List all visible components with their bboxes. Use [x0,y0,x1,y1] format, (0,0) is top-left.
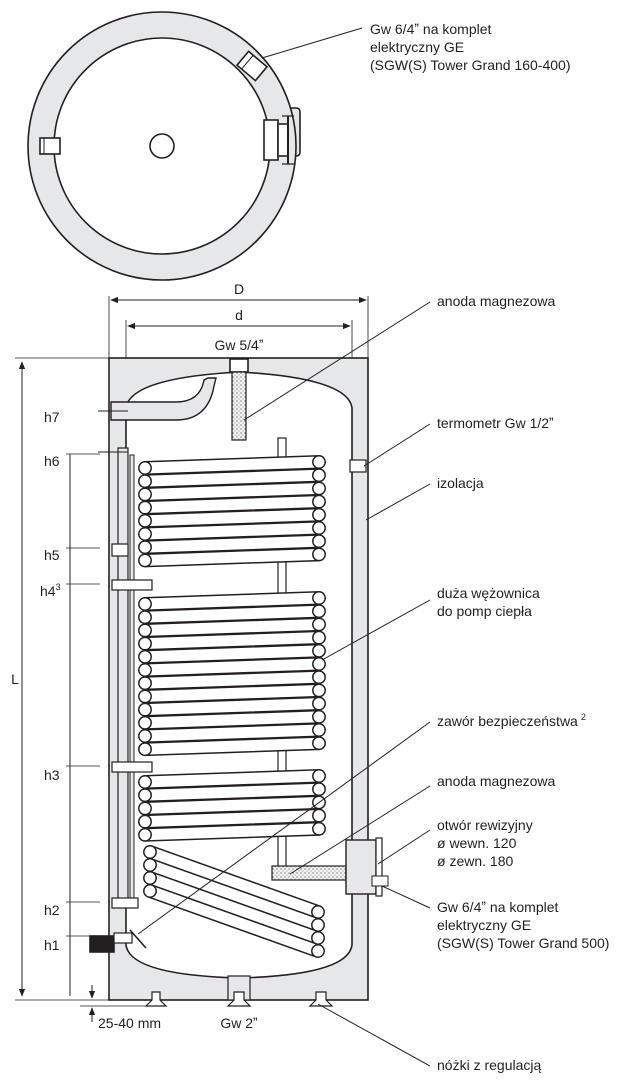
coil-tube-lower-3-end-1 [312,808,326,823]
coil-tube-upper-6-end-1 [312,534,326,549]
coil-tube-middle-1-end-1 [312,604,326,619]
coil-tube-middle-4-end-1 [312,643,326,658]
coil-tube-middle-8-end-0 [138,702,152,717]
dim-h3: h3 [44,767,60,783]
coil-tube-middle-6-end-0 [138,676,152,691]
coil-tube-slanted-3-end-0 [143,884,157,898]
coil-tube-upper-7-end-1 [312,547,326,562]
callout-anode-bottom: anoda magnezowa [437,773,556,789]
coil-tube-middle-5-end-0 [138,663,152,677]
coil-tube-upper-1-end-0 [138,474,152,489]
center-port-top [149,133,175,159]
coil-tube-lower-0-end-0 [138,775,152,789]
coil-tube-upper-0-end-1 [312,455,326,469]
callout-thermometer: termometr Gw 1/2ˮ [437,415,554,431]
coil-tube-middle-3-end-1 [312,630,326,645]
heater-socket-top [235,50,269,82]
coil-tube-lower-3-end-0 [138,814,152,829]
anode-top [231,371,247,441]
coil-tube-middle-10-end-1 [312,723,326,737]
coil-tube-slanted-1-end-0 [143,858,157,872]
dim-bottom-connection: Gw 2ˮ [220,1015,258,1031]
callout-leaders [137,301,431,1067]
dim-h7: h7 [44,409,60,425]
coil-tube-middle-0-end-1 [312,591,326,605]
right-flange-top [263,119,279,161]
coil-tube-upper-4-end-1 [312,507,326,522]
coil-tube-slanted-0-end-0 [143,845,157,859]
coil-tube-middle-7-end-1 [312,683,326,698]
coil-tube-lower-4-end-0 [138,827,152,842]
coil-tube-middle-9-end-1 [312,709,326,724]
coil-tube-middle-5-end-1 [312,657,326,671]
dim-h5: h5 [44,547,60,563]
dim-h6: h6 [44,453,60,469]
top-view [27,11,363,281]
dim-feet-range: 25-40 mm [98,1015,161,1031]
coil-tube-middle-3-end-0 [138,636,152,651]
dim-D: D [234,281,244,297]
thermometer-socket [349,459,367,473]
dimension-lines-top [108,296,369,375]
drain-valve [89,935,115,953]
coil-tube-lower-0-end-1 [312,769,326,783]
height-dimension-chain [15,357,160,1022]
coil-tube-upper-4-end-0 [138,513,152,528]
leader-top-heater [261,27,363,59]
coil-tube-middle-2-end-1 [312,617,326,632]
coil-tube-upper-3-end-1 [312,494,326,509]
coil-tube-middle-8-end-1 [312,696,326,711]
coil-tube-middle-9-end-0 [138,715,152,730]
coil-tube-upper-2-end-0 [138,487,152,502]
coil-tube-lower-1-end-0 [138,788,152,803]
coil-tube-slanted-3-end-1 [311,944,325,958]
coil-tube-middle-11-end-0 [138,742,152,757]
dim-d: d [235,307,243,323]
dim-top-connection: Gw 5/4ˮ [214,337,263,353]
dim-h2: h2 [44,902,60,918]
coil-tube-lower-4-end-1 [312,821,326,836]
coil-tube-lower-2-end-0 [138,801,152,816]
coil-tube-upper-5-end-0 [138,527,152,541]
coil-tube-upper-0-end-0 [138,461,152,475]
adjustable-feet [144,991,334,1007]
coil-tube-middle-10-end-0 [138,729,152,743]
callout-anode-top: anoda magnezowa [437,293,556,309]
dim-h1: h1 [44,937,60,953]
top-port [229,358,249,373]
coil-tube-middle-11-end-1 [312,736,326,751]
heat-pump-coil [138,455,326,958]
coil-tube-lower-1-end-1 [312,782,326,797]
hot-outlet-pipe [110,377,217,421]
coil-tube-middle-2-end-0 [138,623,152,638]
coil-tube-upper-2-end-1 [312,481,326,496]
coil-tube-middle-4-end-0 [138,649,152,664]
coil-tube-upper-6-end-0 [138,540,152,555]
coil-tube-upper-3-end-0 [138,500,152,515]
dim-h4: h43 [40,582,61,599]
coil-tube-middle-1-end-0 [138,610,152,625]
coil-tube-middle-7-end-0 [138,689,152,704]
callout-feet: nóżki z regulacją [437,1057,541,1073]
coil-tube-middle-6-end-1 [312,670,326,685]
coil-tube-upper-1-end-1 [312,468,326,483]
left-socket-top [39,137,61,155]
coil-tube-upper-5-end-1 [312,521,326,535]
callout-insulation: izolacja [437,475,484,491]
coil-tube-upper-7-end-0 [138,553,152,568]
dim-L: L [11,671,19,687]
coil-tube-middle-0-end-0 [138,597,152,611]
coil-tube-slanted-2-end-0 [143,871,157,885]
anode-bottom [271,865,347,881]
coil-riser-pipe [117,447,129,901]
